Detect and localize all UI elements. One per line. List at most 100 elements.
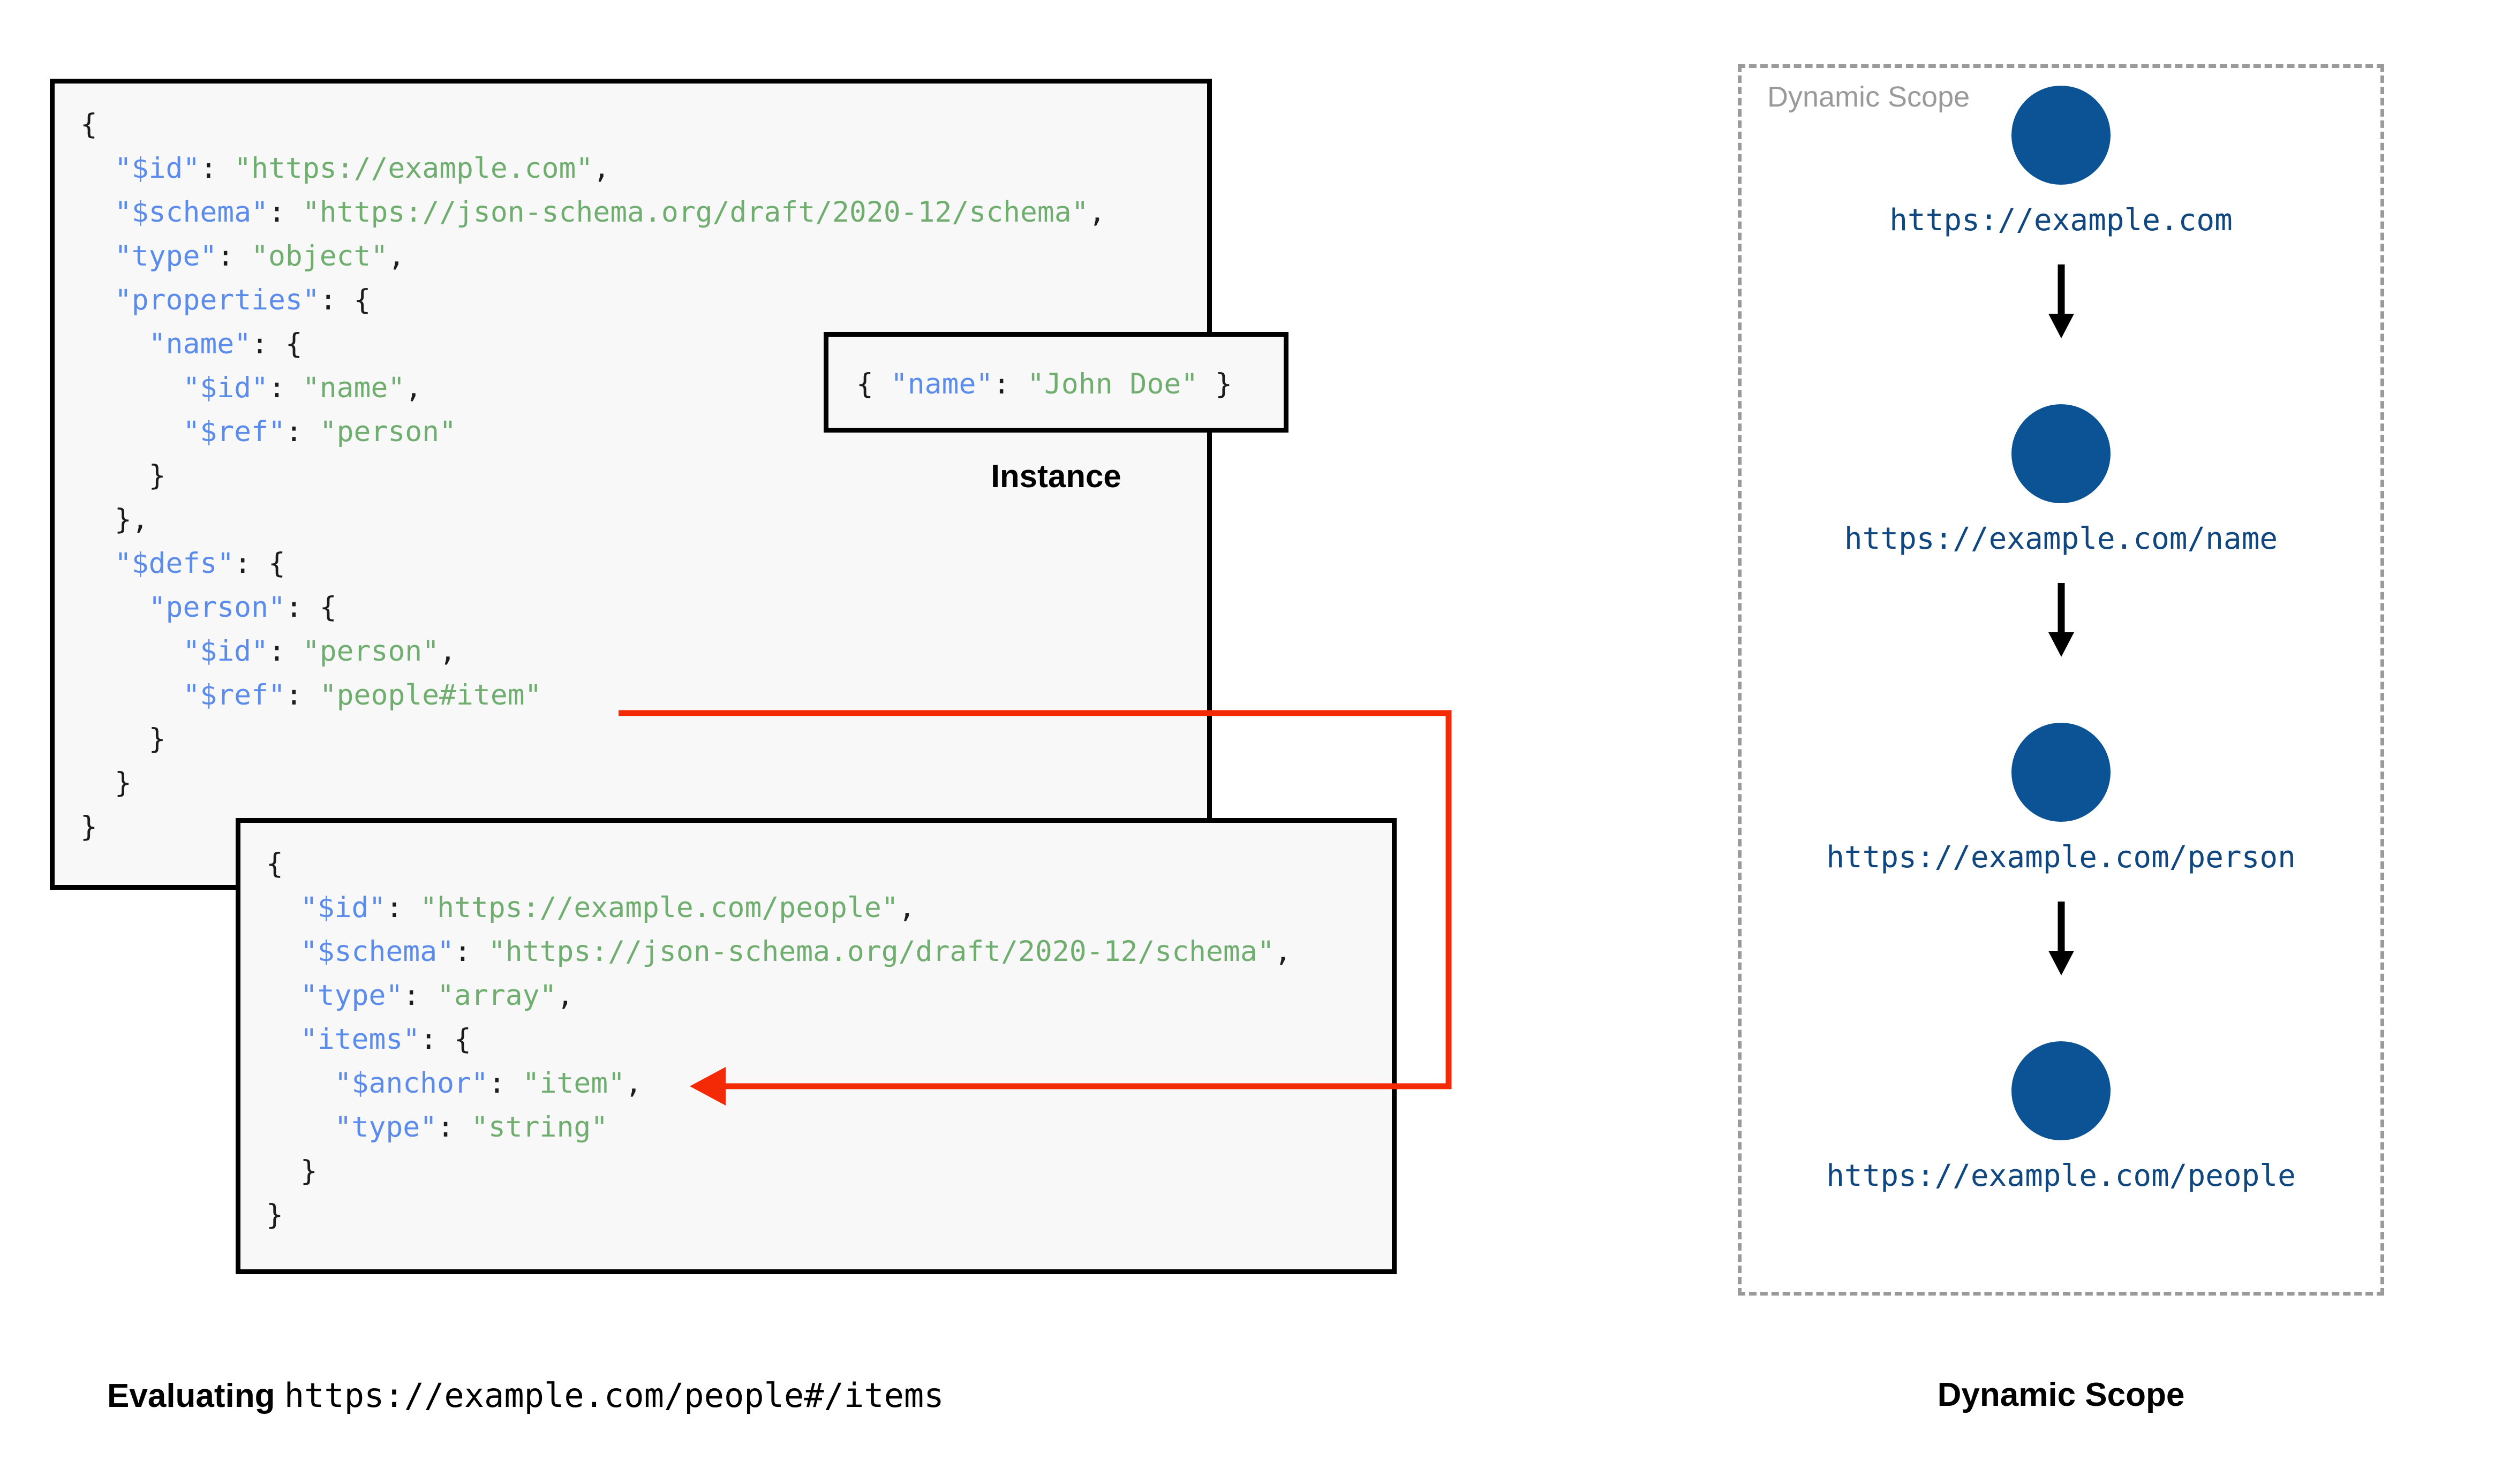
code-token (266, 1023, 300, 1056)
dynamic-scope-node: https://example.com (1738, 86, 2384, 238)
code-token (80, 591, 149, 624)
code-token: "items" (300, 1023, 420, 1056)
code-line: "$id": "https://example.com", (80, 147, 1106, 191)
instance-code: { "name": "John Doe" } (856, 362, 1232, 406)
scope-down-arrow-icon (1738, 899, 2384, 980)
code-token: "John Doe" (1027, 368, 1199, 400)
code-token: , (439, 635, 457, 668)
people-schema-code: { "$id": "https://example.com/people", "… (266, 842, 1292, 1237)
code-line: "items": { (266, 1018, 1292, 1062)
code-line: "$ref": "person" (80, 410, 1106, 454)
code-line: "name": { (80, 322, 1106, 366)
code-line: { (80, 103, 1106, 147)
code-token: } (80, 811, 97, 843)
scope-node-uri: https://example.com/name (1844, 521, 2278, 556)
code-token: , (388, 240, 405, 272)
code-line: "$id": "name", (80, 366, 1106, 410)
scope-node-dot-icon (2011, 723, 2111, 822)
code-token: } (266, 1155, 318, 1187)
scope-node-uri: https://example.com (1889, 203, 2233, 238)
code-line: } (80, 454, 1106, 498)
code-token: "https://json-schema.org/draft/2020-12/s… (302, 196, 1089, 229)
left-caption-bold: Evaluating (107, 1377, 284, 1414)
code-token: : { (234, 547, 285, 580)
code-token: : (454, 935, 488, 968)
code-token (80, 679, 183, 711)
code-token (266, 891, 300, 924)
code-token: "https://example.com" (234, 152, 593, 185)
code-token: , (898, 891, 916, 924)
code-token: : (993, 368, 1028, 400)
code-token: "name" (302, 372, 405, 404)
code-token: }, (80, 503, 149, 536)
code-token (80, 328, 149, 360)
code-token: "https://example.com/people" (420, 891, 899, 924)
code-token: "$schema" (114, 196, 269, 229)
code-token: "type" (334, 1111, 438, 1144)
code-token: } (266, 1199, 283, 1231)
code-token: "name" (890, 368, 993, 400)
code-line: } (266, 1149, 1292, 1193)
code-token: { (856, 368, 891, 400)
code-token: "item" (522, 1067, 626, 1100)
code-line: } (266, 1193, 1292, 1237)
code-token: "person" (302, 635, 440, 668)
code-token: "type" (114, 240, 217, 272)
code-line: "type": "array", (266, 974, 1292, 1018)
code-token: "$ref" (183, 415, 285, 448)
code-token: : (437, 1111, 471, 1144)
code-token: "$id" (114, 152, 200, 185)
scope-node-uri: https://example.com/people (1826, 1159, 2296, 1193)
code-token: : { (420, 1023, 471, 1056)
code-token: "$id" (300, 891, 386, 924)
code-token: , (405, 372, 423, 404)
code-token (80, 240, 115, 272)
scope-node-uri: https://example.com/person (1826, 840, 2296, 875)
code-token: : (268, 372, 303, 404)
code-token: "$id" (183, 635, 268, 668)
dynamic-scope-panel-label: Dynamic Scope (1767, 81, 1970, 113)
code-token: "person" (319, 415, 457, 448)
scope-node-dot-icon (2011, 404, 2111, 503)
code-line: { (266, 842, 1292, 886)
code-token: : { (285, 591, 337, 624)
scope-node-dot-icon (2011, 1041, 2111, 1140)
code-token (266, 1111, 335, 1144)
code-token: : (488, 1067, 523, 1100)
code-line: "type": "string" (266, 1106, 1292, 1149)
code-token: : (268, 196, 303, 229)
code-token: : (386, 891, 420, 924)
dynamic-scope-node: https://example.com/person (1738, 723, 2384, 875)
code-token: "https://json-schema.org/draft/2020-12/s… (488, 935, 1275, 968)
dynamic-scope-node: https://example.com/name (1738, 404, 2384, 556)
code-line: "$id": "https://example.com/people", (266, 886, 1292, 930)
code-token: : (403, 979, 438, 1012)
code-token (266, 935, 300, 968)
left-caption: Evaluating https://example.com/people#/i… (107, 1376, 944, 1415)
code-token: "$defs" (114, 547, 235, 580)
code-token: : (200, 152, 235, 185)
code-line: "$schema": "https://json-schema.org/draf… (266, 930, 1292, 974)
code-token: { (80, 108, 97, 141)
people-schema-box: { "$id": "https://example.com/people", "… (236, 818, 1397, 1274)
code-token: : (217, 240, 252, 272)
instance-box: { "name": "John Doe" } (824, 332, 1288, 433)
code-token: : { (319, 284, 371, 316)
right-caption: Dynamic Scope (1937, 1376, 2185, 1413)
code-token (266, 979, 300, 1012)
root-schema-code: { "$id": "https://example.com", "$schema… (80, 103, 1106, 849)
code-token: "$anchor" (334, 1067, 488, 1100)
code-token: : (268, 635, 303, 668)
code-line: "$id": "person", (80, 630, 1106, 673)
code-token: "$id" (183, 372, 268, 404)
dynamic-scope-node: https://example.com/people (1738, 1041, 2384, 1193)
scope-down-arrow-icon (1738, 262, 2384, 343)
code-token (80, 152, 115, 185)
code-token: "$ref" (183, 679, 285, 711)
code-token: , (1274, 935, 1292, 968)
instance-label: Instance (991, 458, 1121, 494)
code-line: "$defs": { (80, 542, 1106, 586)
scope-node-dot-icon (2011, 86, 2111, 185)
code-line: } (80, 805, 1106, 849)
